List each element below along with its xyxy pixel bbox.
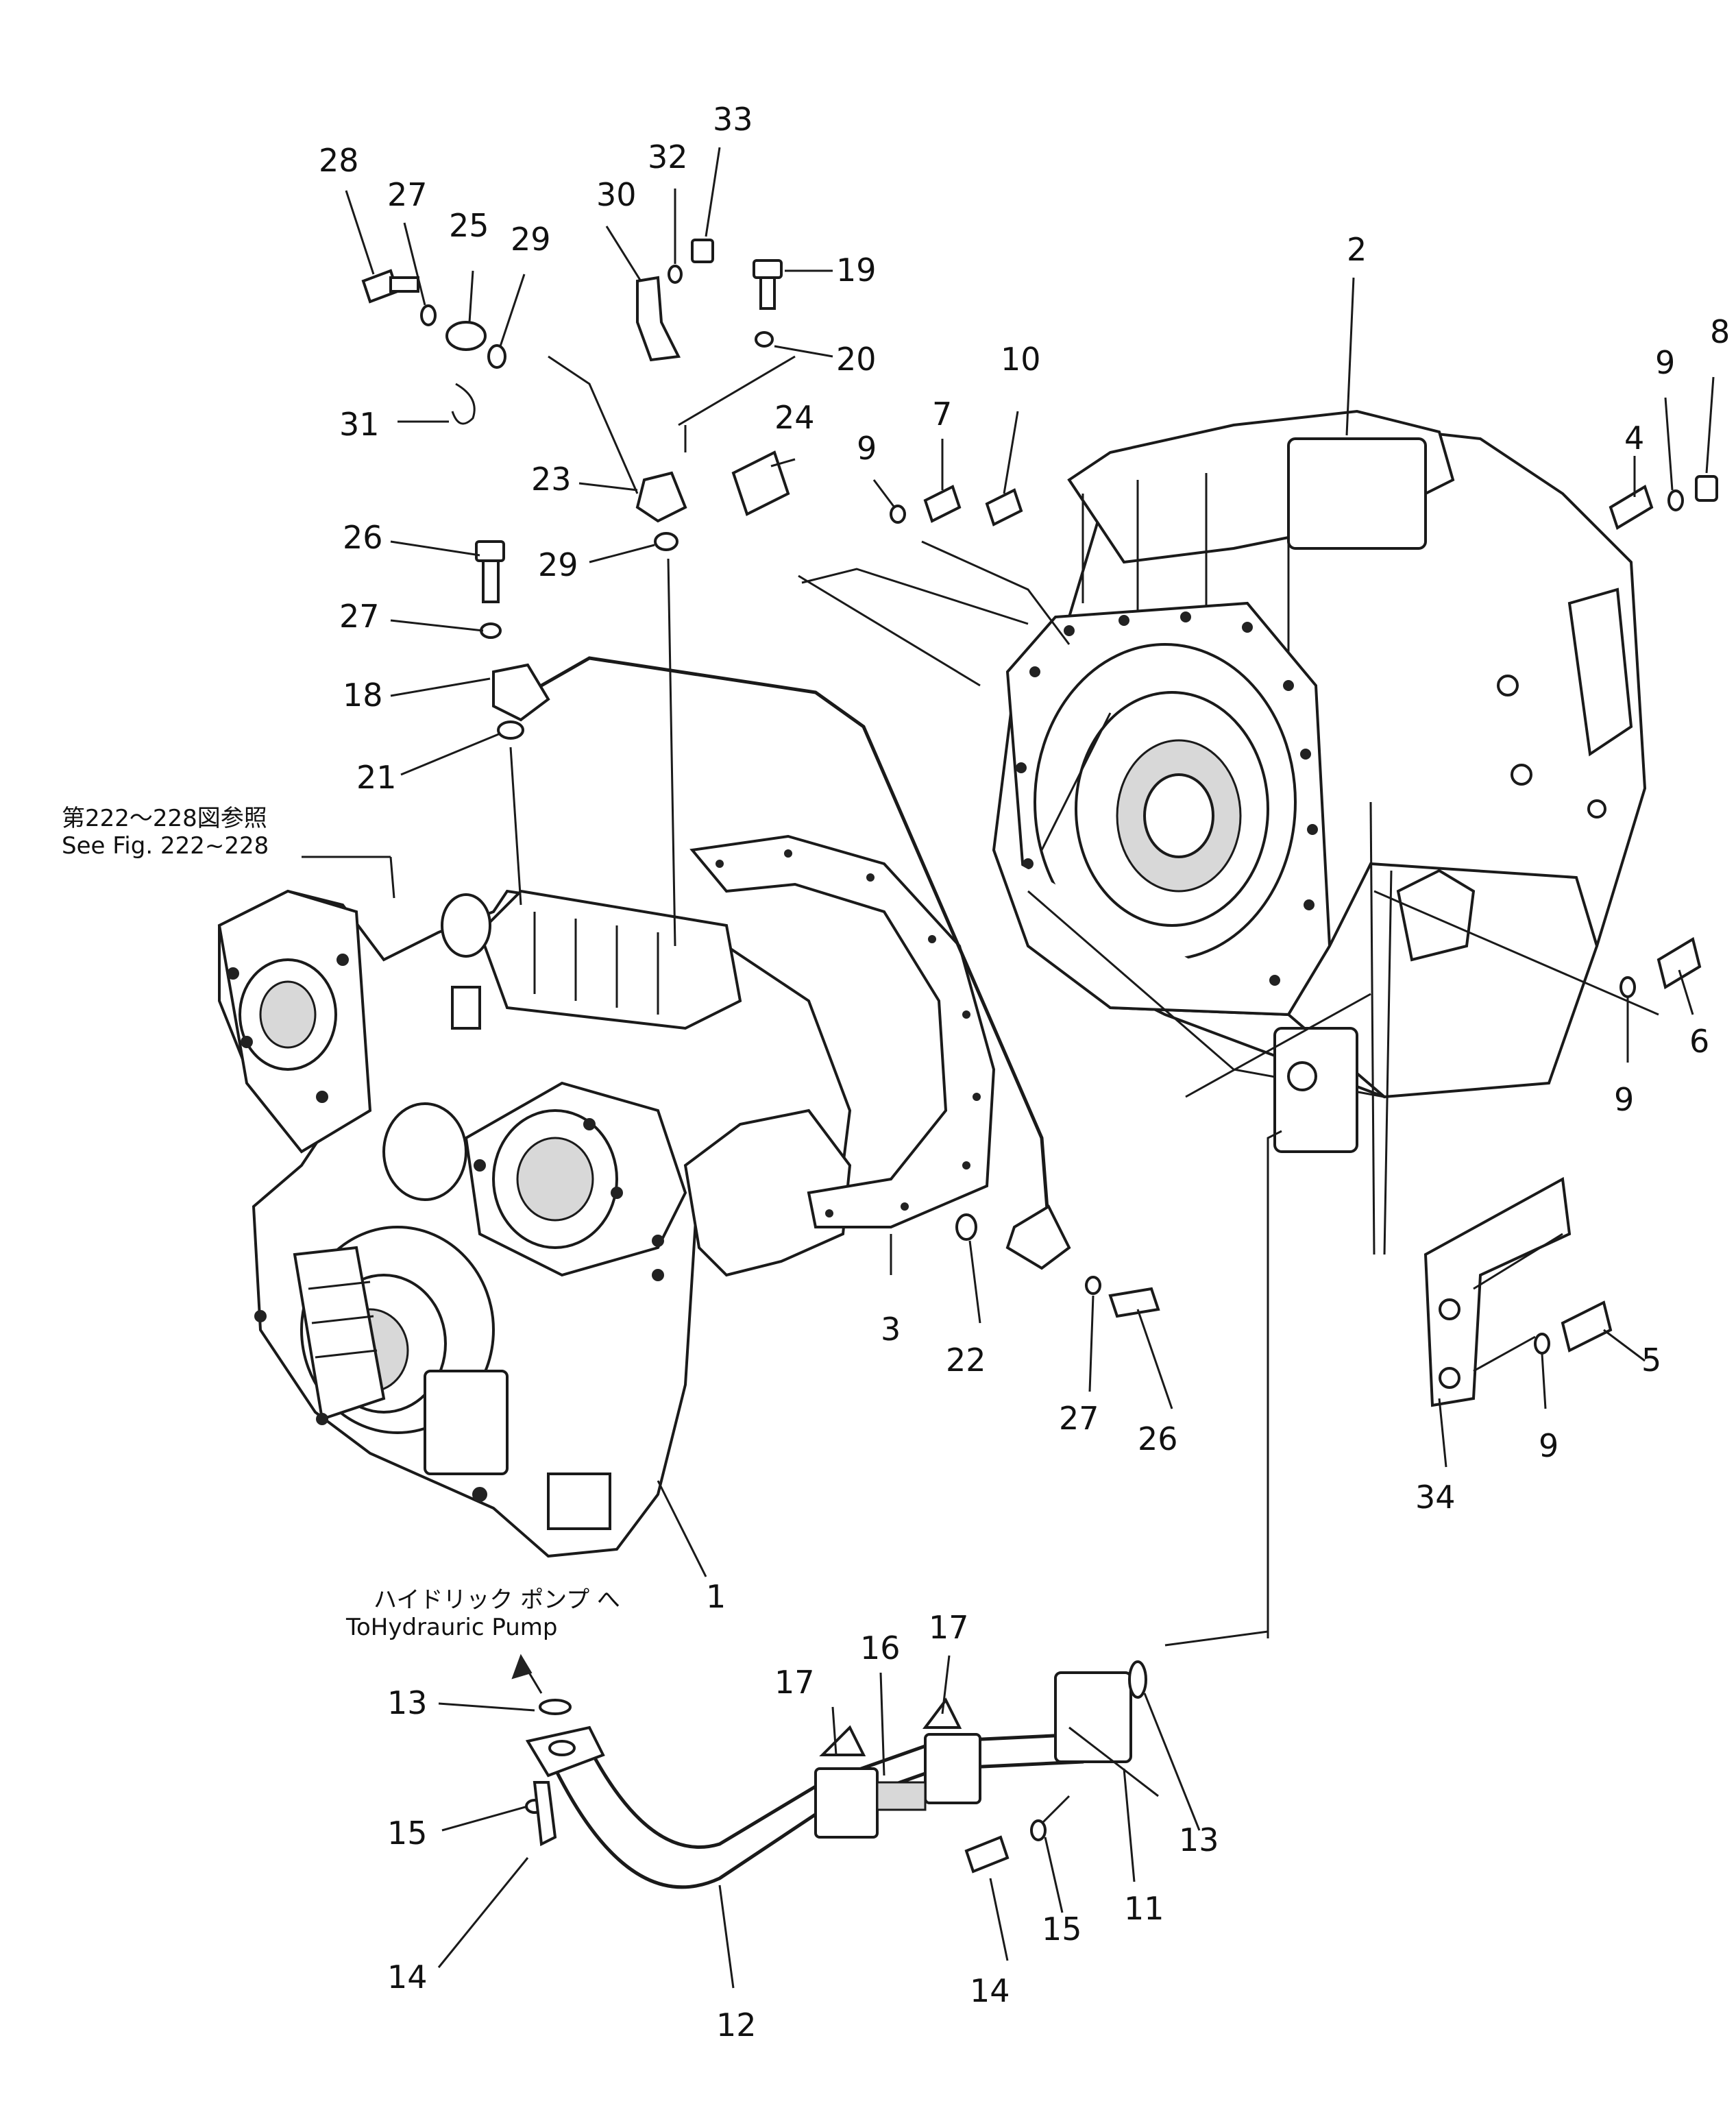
reference-notes: 第222～228図参照 See Fig. 222~228 ハイドリック ポンプ … — [62, 805, 620, 1641]
pump-note-en: ToHydrauric Pump — [345, 1614, 558, 1641]
callout-21: 21 — [356, 759, 397, 796]
callout-11: 11 — [1124, 1890, 1164, 1927]
callout-32: 32 — [648, 138, 688, 175]
callout-30: 30 — [596, 176, 637, 213]
callout-33: 33 — [713, 101, 753, 138]
callout-7: 7 — [932, 396, 952, 433]
callout-28: 28 — [319, 142, 359, 179]
callout-23: 23 — [531, 461, 572, 498]
callout-4: 4 — [1624, 420, 1644, 457]
pipe-18 — [492, 656, 1071, 1270]
callout-14b: 14 — [970, 1972, 1010, 2009]
pump-tube-12 — [525, 1671, 1132, 1889]
callout-13a: 13 — [387, 1684, 428, 1721]
callout-17a: 17 — [774, 1664, 815, 1701]
callout-8: 8 — [1710, 313, 1730, 350]
callout-17b: 17 — [929, 1609, 969, 1646]
callout-1: 1 — [706, 1578, 726, 1615]
callout-labels: 1 2 3 4 5 6 7 8 9 9 9 9 10 11 12 13 13 1… — [319, 101, 1730, 2044]
callout-24: 24 — [774, 399, 815, 436]
callout-5: 5 — [1641, 1342, 1661, 1379]
flange-bolts — [1016, 611, 1318, 1006]
callout-16: 16 — [860, 1629, 901, 1666]
callout-10: 10 — [1001, 341, 1041, 378]
callout-27b: 27 — [339, 598, 380, 635]
transfer-case — [217, 889, 852, 1558]
callout-15a: 15 — [387, 1815, 428, 1852]
pump-note-jp: ハイドリック ポンプ へ — [374, 1586, 620, 1614]
callout-15b: 15 — [1042, 1911, 1082, 1948]
callout-6: 6 — [1689, 1023, 1709, 1060]
callout-29b: 29 — [538, 546, 578, 583]
callout-22: 22 — [946, 1342, 986, 1379]
callout-9a: 9 — [857, 430, 877, 467]
leader-lines — [302, 147, 1715, 1989]
callout-12: 12 — [716, 2007, 757, 2044]
callout-20: 20 — [836, 341, 877, 378]
ref-note-jp: 第222～228図参照 — [62, 805, 267, 832]
callout-3: 3 — [881, 1311, 901, 1348]
callout-9c: 9 — [1614, 1081, 1634, 1118]
transmission-case — [992, 409, 1647, 1153]
gasket — [689, 834, 996, 1228]
callout-31: 31 — [339, 406, 380, 443]
callout-2: 2 — [1347, 231, 1367, 268]
case-bolts — [227, 954, 664, 1502]
gasket-holes — [716, 849, 981, 1217]
ref-note-en: See Fig. 222~228 — [62, 832, 269, 860]
callout-19: 19 — [836, 252, 877, 289]
callout-34: 34 — [1415, 1479, 1456, 1516]
callout-27c: 27 — [1059, 1400, 1099, 1437]
callout-26b: 26 — [1138, 1420, 1178, 1457]
callout-9d: 9 — [1539, 1427, 1558, 1464]
bracket-34 — [1423, 1176, 1572, 1407]
callout-14a: 14 — [387, 1959, 428, 1996]
callout-27a: 27 — [387, 176, 428, 213]
callout-13b: 13 — [1179, 1821, 1219, 1858]
callout-18: 18 — [343, 677, 383, 714]
callout-26a: 26 — [343, 519, 383, 556]
callout-9b: 9 — [1655, 344, 1675, 381]
hardware — [361, 239, 1718, 1874]
callout-29a: 29 — [511, 221, 551, 258]
callout-25: 25 — [449, 207, 489, 244]
